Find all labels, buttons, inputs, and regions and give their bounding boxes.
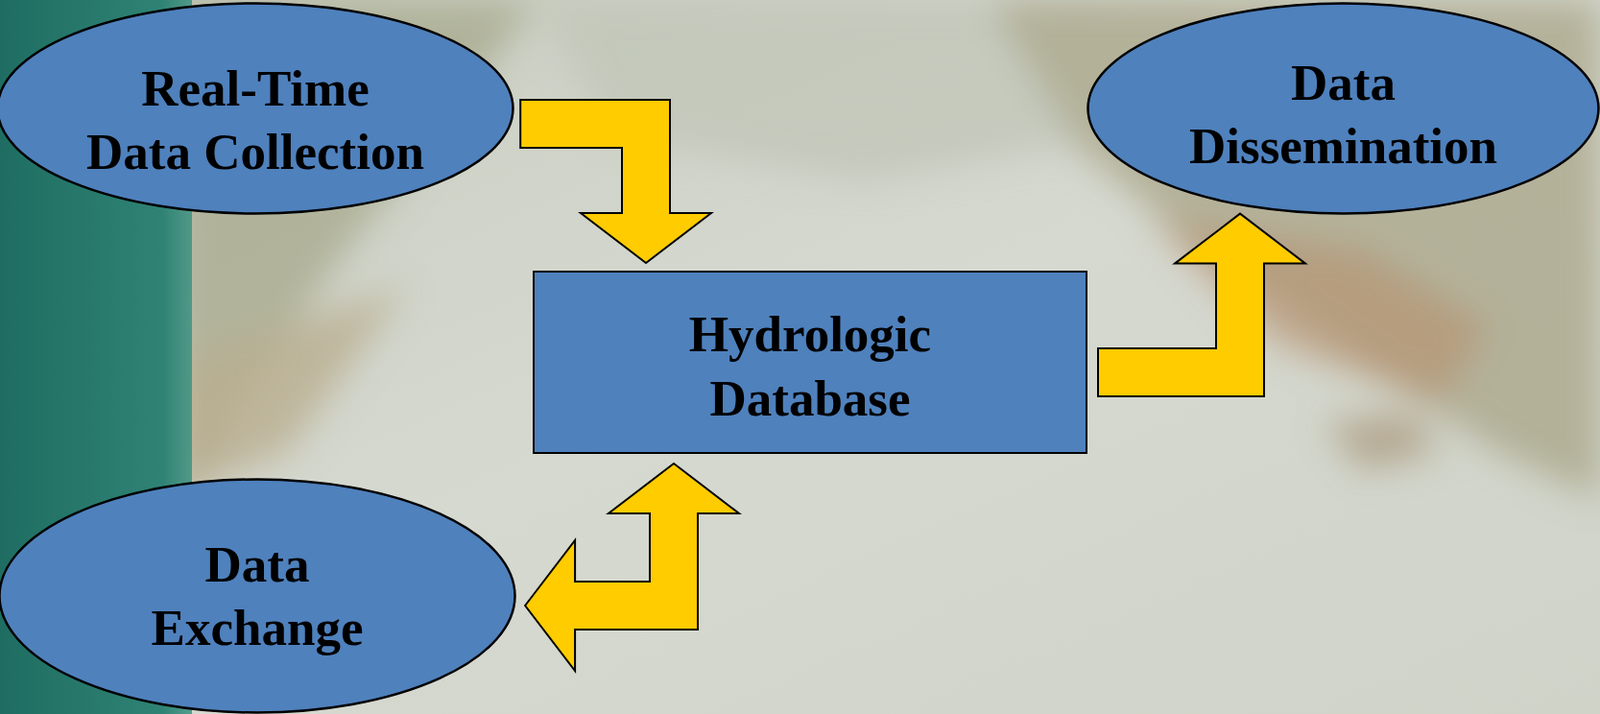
process-ellipse: Real-Time Data Collection (0, 1, 515, 215)
ellipse-shape (0, 3, 514, 215)
arrow-body (1098, 261, 1241, 373)
arrow-body (521, 123, 646, 216)
node-label: Data Exchange (130, 532, 385, 661)
small-island (1324, 412, 1440, 471)
process-ellipse: Data Exchange (0, 477, 517, 714)
block-arrow (1097, 214, 1306, 373)
ellipse-shape (1088, 3, 1600, 215)
arrow-head (525, 540, 575, 671)
block-arrow (525, 463, 740, 671)
process-ellipse: Data Dissemination (1086, 1, 1600, 215)
ellipse-shape (0, 479, 516, 714)
arrow-head (1174, 214, 1306, 264)
left-bank-reeds (172, 287, 404, 500)
arrow-head (608, 463, 740, 514)
node-label: Hydrologic Database (668, 302, 954, 430)
block-arrow (519, 123, 712, 263)
arrow-head (580, 213, 712, 263)
node-label: Data Dissemination (1183, 50, 1505, 179)
far-water (537, 0, 1075, 183)
database-box: Hydrologic Database (532, 270, 1088, 454)
node-label: Real-Time Data Collection (84, 56, 427, 185)
arrow-body (572, 510, 674, 606)
ellipse-outline (0, 477, 517, 714)
